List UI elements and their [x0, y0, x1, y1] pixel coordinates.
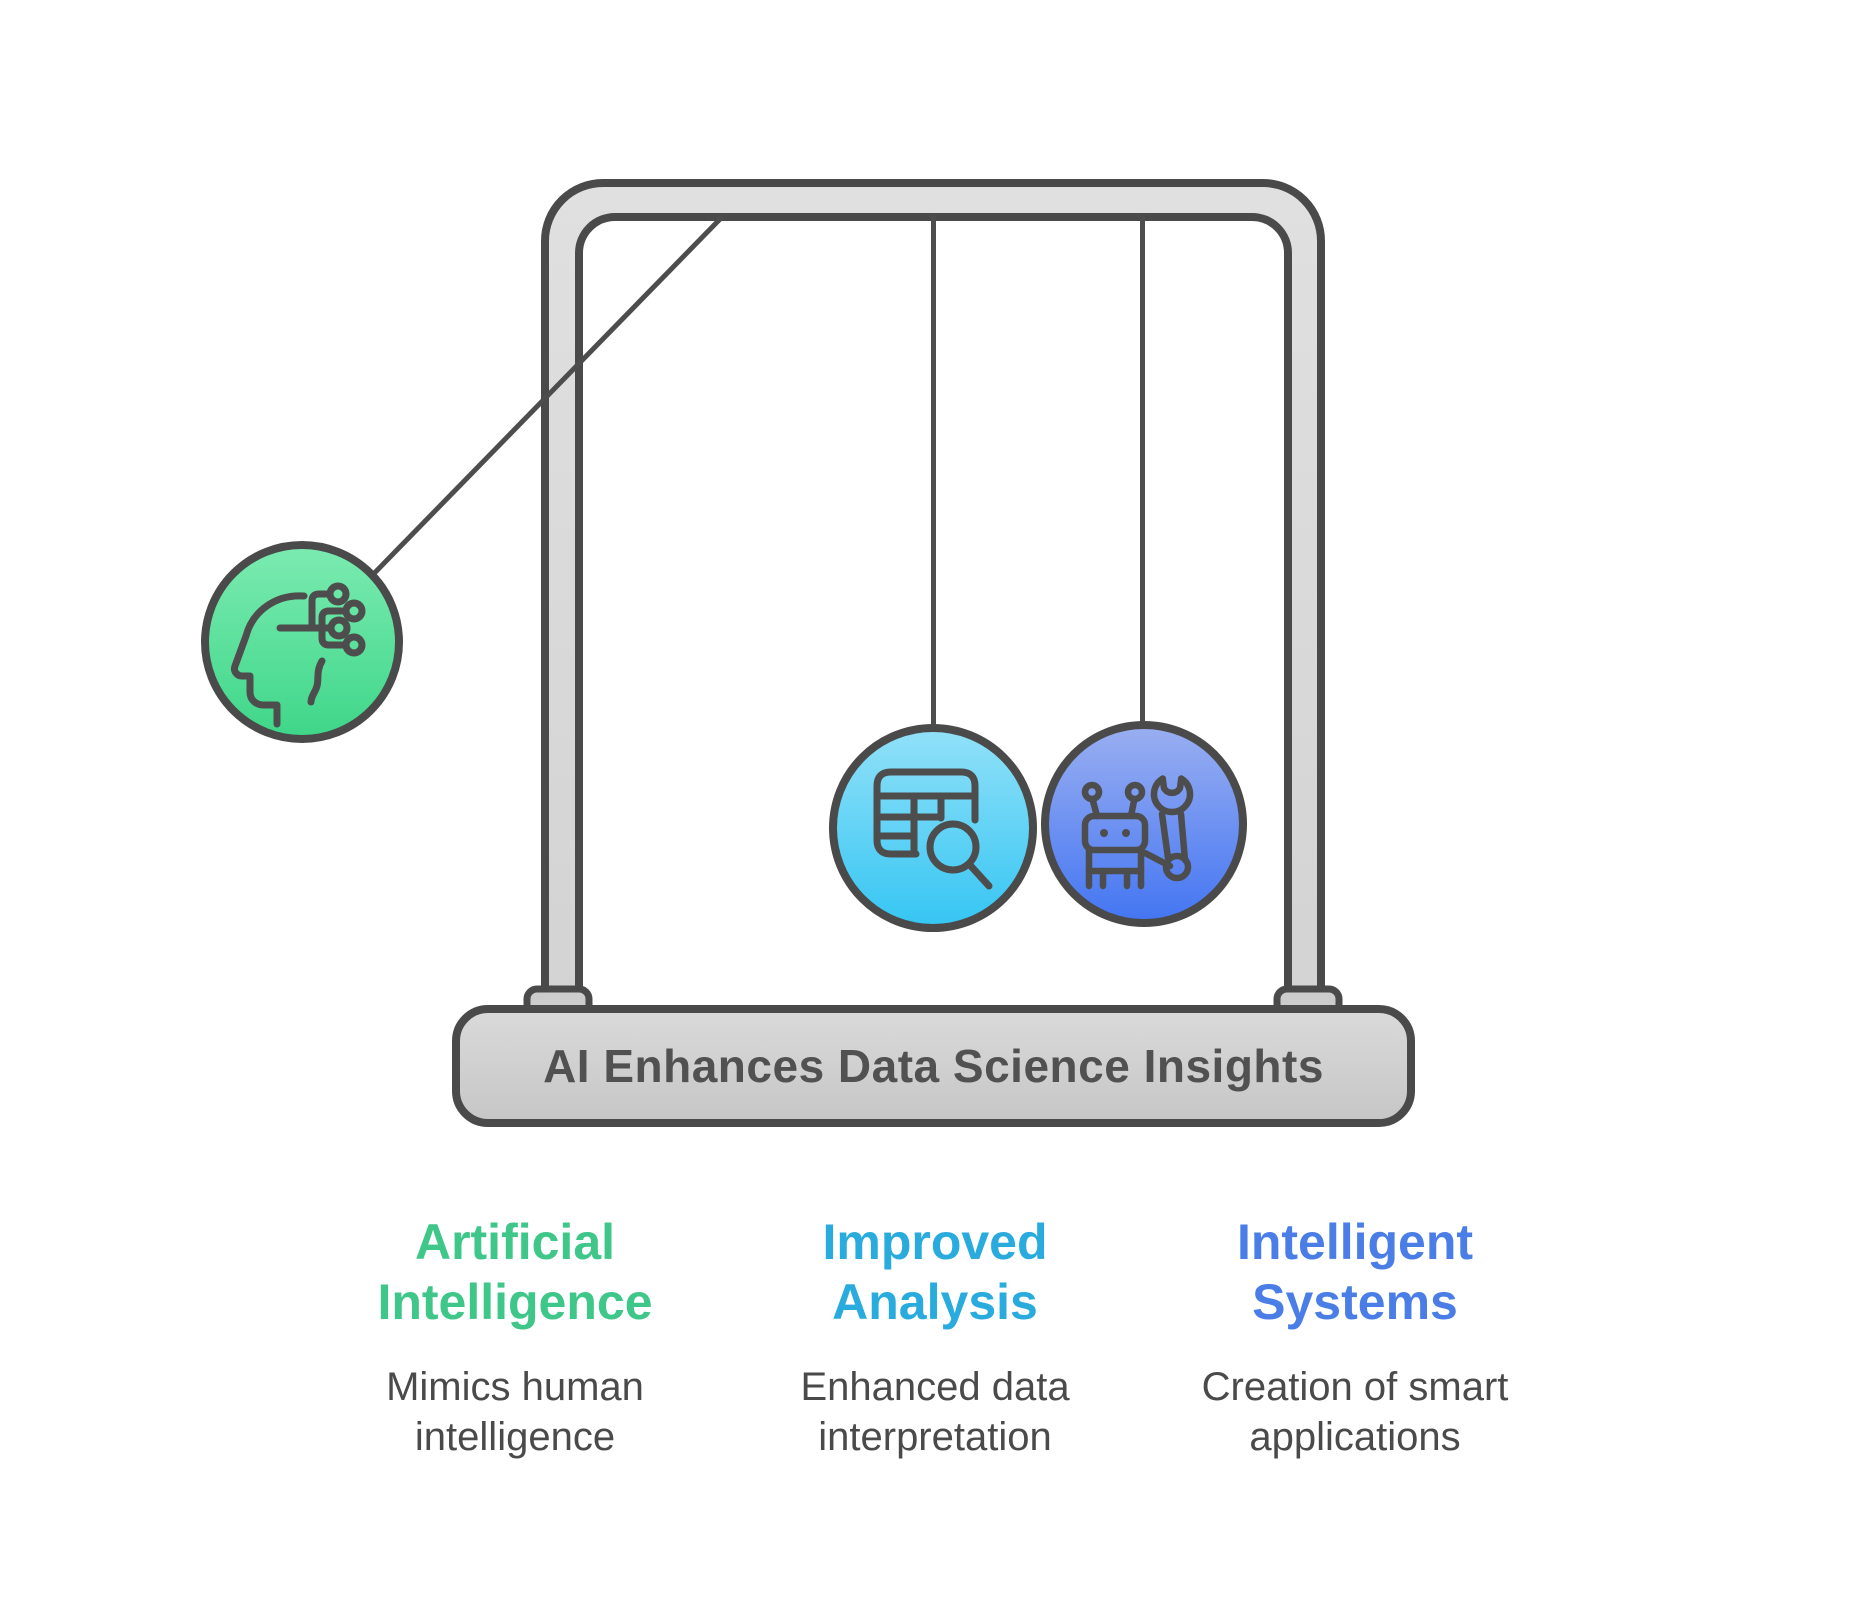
- column-description: Creation of smart applications: [1201, 1365, 1509, 1459]
- column-artificial-intelligence: Artificial Intelligence Mimics human int…: [305, 1212, 725, 1462]
- column-description: Mimics human intelligence: [386, 1365, 644, 1459]
- robot-wrench-icon: [1081, 775, 1194, 890]
- pendulum-string-left: [350, 214, 725, 598]
- ball-improved-analysis: [829, 724, 1037, 932]
- pendulum-base-bar: [452, 1005, 1415, 1127]
- data-table-search-icon: [873, 768, 993, 890]
- ball-artificial-intelligence: [201, 541, 403, 743]
- column-description: Enhanced data interpretation: [800, 1365, 1070, 1459]
- ball-circle: [829, 724, 1037, 932]
- column-intelligent-systems: Intelligent Systems Creation of smart ap…: [1145, 1212, 1565, 1462]
- column-improved-analysis: Improved Analysis Enhanced data interpre…: [725, 1212, 1145, 1462]
- column-heading: Improved Analysis: [822, 1214, 1048, 1330]
- ai-head-icon: [231, 582, 366, 728]
- ball-intelligent-systems: [1041, 721, 1247, 927]
- ball-circle: [201, 541, 403, 743]
- column-heading: Artificial Intelligence: [377, 1214, 653, 1330]
- column-heading: Intelligent Systems: [1236, 1214, 1474, 1330]
